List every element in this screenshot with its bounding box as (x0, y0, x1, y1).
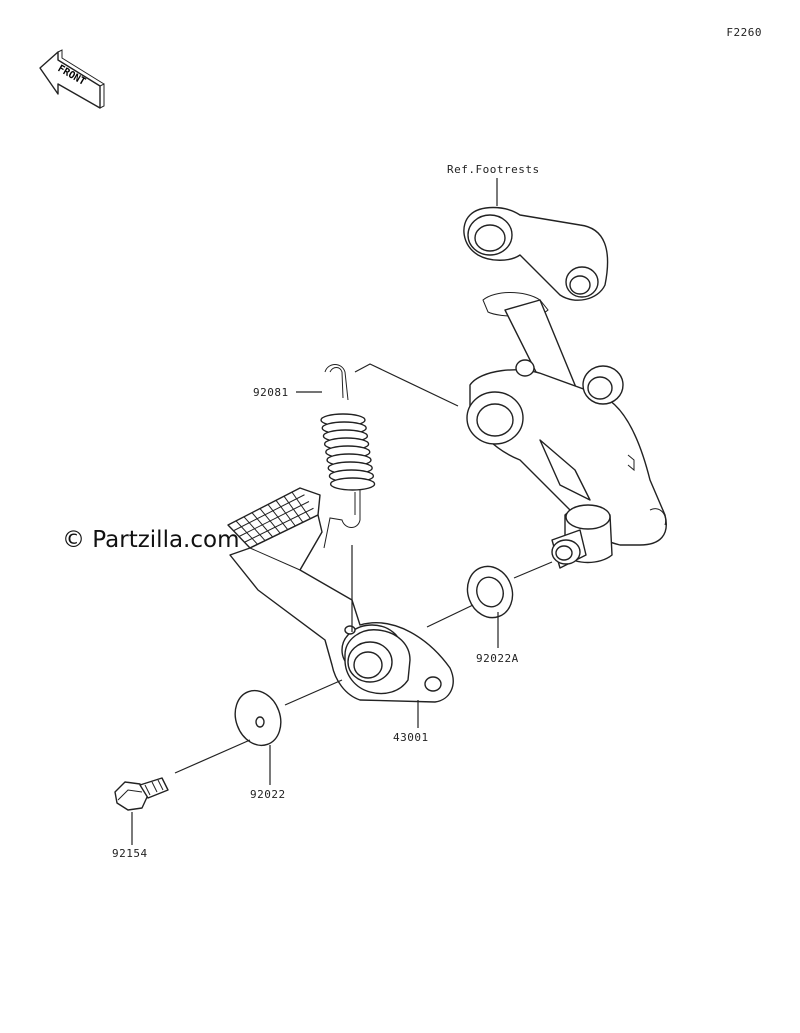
label-ref-footrests[interactable]: Ref.Footrests (447, 163, 540, 176)
brake-pedal (227, 487, 454, 703)
washer-92022A (466, 565, 514, 619)
washer-92022 (234, 689, 282, 747)
label-43001[interactable]: 43001 (393, 731, 429, 744)
label-92022A[interactable]: 92022A (476, 652, 519, 665)
tread-line (233, 494, 305, 532)
front-arrow-icon: FRONT (39, 49, 105, 109)
watermark: © Partzilla.com (62, 527, 240, 553)
return-spring (320, 364, 376, 549)
label-92081[interactable]: 92081 (253, 386, 289, 399)
tread-line (244, 507, 314, 543)
figure-code: F2260 (726, 26, 762, 39)
label-92154[interactable]: 92154 (112, 847, 148, 860)
label-92022[interactable]: 92022 (250, 788, 286, 801)
footrest-bracket (463, 206, 667, 569)
spring-coil (329, 477, 376, 491)
leader-lines (131, 178, 553, 845)
tread-line (238, 501, 310, 537)
bolt-92154 (114, 777, 169, 811)
